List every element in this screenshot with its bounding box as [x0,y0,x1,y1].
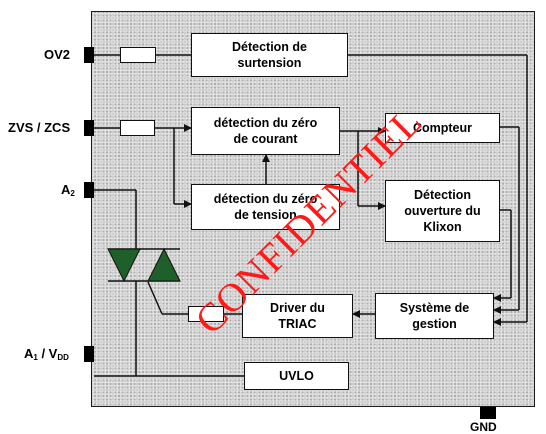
pin-label-a1-vdd: A1 / VDD [24,346,69,362]
pin-zvs-zcs [84,120,94,136]
pin-label-a2: A2 [61,182,75,198]
block-compteur: Compteur [385,113,500,143]
pin-ov2 [84,47,94,63]
block-detection-klixon: Détection ouverture du Klixon [385,180,500,242]
block-driver-triac: Driver du TRIAC [242,294,353,338]
resistor-ov2 [120,47,156,63]
block-detection-surtension: Détection de surtension [191,33,348,77]
pin-label-zvs-zcs: ZVS / ZCS [8,120,71,135]
pin-label-gnd: GND [470,420,497,434]
resistor-zvs-zcs [120,120,155,136]
block-detection-zero-courant: détection du zéro de courant [191,107,340,155]
pin-gnd [480,407,496,419]
pin-label-ov2: OV2 [44,47,71,62]
block-detection-zero-tension: détection du zéro de tension [191,184,340,230]
resistor-gate [188,306,224,322]
block-uvlo: UVLO [244,362,349,390]
pin-a2 [84,182,94,198]
block-systeme-gestion: Système de gestion [375,293,494,339]
pin-a1-vdd [84,346,94,362]
